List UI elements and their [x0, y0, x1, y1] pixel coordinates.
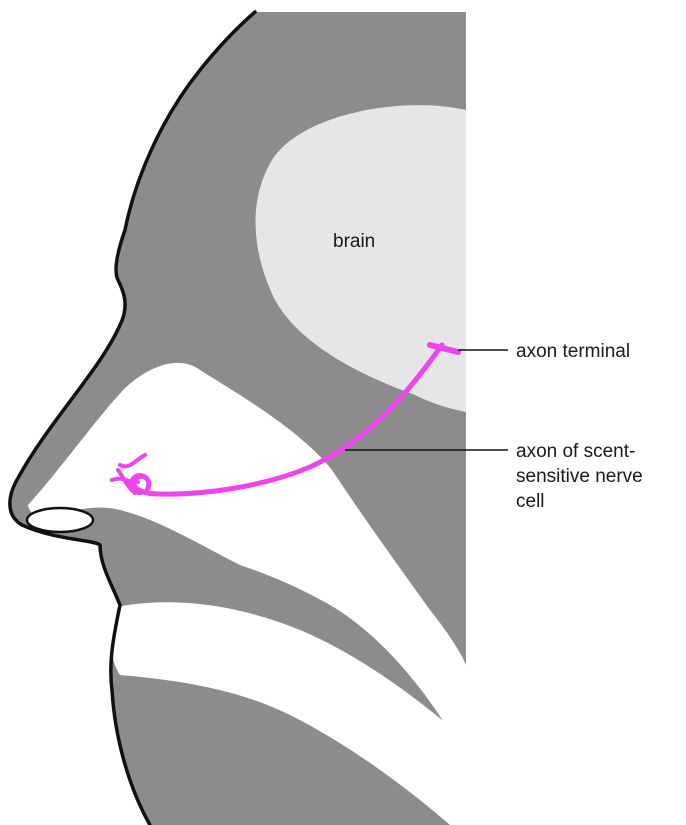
axon-label-line3: cell — [516, 491, 545, 512]
axon-label-line1: axon of scent- — [516, 441, 635, 462]
axon-label-line2: sensitive nerve — [516, 466, 643, 487]
nostril — [27, 508, 93, 532]
axon-terminal-label: axon terminal — [516, 341, 630, 362]
brain-label: brain — [333, 231, 375, 252]
